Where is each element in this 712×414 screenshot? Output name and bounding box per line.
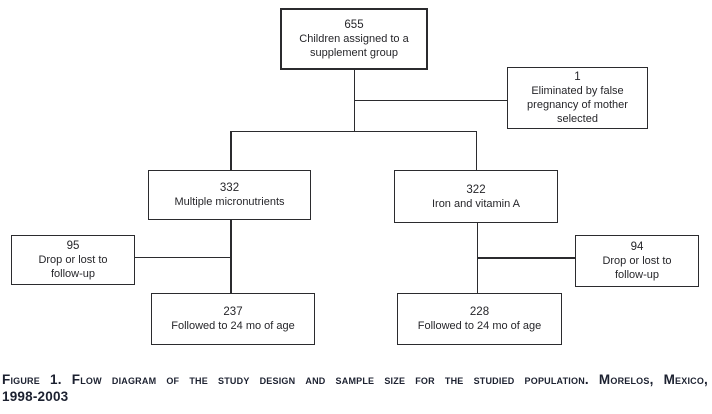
node-label: Followed to 24 mo of age xyxy=(417,320,542,332)
connector-line xyxy=(230,131,232,170)
connector-line xyxy=(476,223,478,293)
node-count: 94 xyxy=(630,241,644,253)
node-eliminated-false-pregnancy: 1 Eliminated by false pregnancy of mothe… xyxy=(507,67,648,129)
node-count: 95 xyxy=(66,240,80,252)
node-dropout-right: 94 Drop or lost to follow-up xyxy=(575,235,699,287)
node-iron-vitamin-a: 322 Iron and vitamin A xyxy=(394,170,558,223)
connector-line xyxy=(354,99,508,101)
connector-line xyxy=(230,130,477,132)
figure-caption-line1: Figure 1. Flow diagram of the study desi… xyxy=(2,372,708,387)
node-followed-right: 228 Followed to 24 mo of age xyxy=(397,293,562,345)
node-count: 322 xyxy=(466,183,486,196)
connector-line xyxy=(478,257,576,259)
node-label: Eliminated by false pregnancy of mother … xyxy=(527,85,628,125)
node-label: Followed to 24 mo of age xyxy=(171,320,295,332)
figure-caption-line2: 1998-2003 xyxy=(2,388,69,404)
figure-caption: Figure 1. Flow diagram of the study desi… xyxy=(2,372,708,405)
node-count: 655 xyxy=(344,19,364,31)
connector-line xyxy=(135,256,231,258)
node-followed-left: 237 Followed to 24 mo of age xyxy=(151,293,315,345)
node-label: Drop or lost to follow-up xyxy=(38,254,108,280)
node-count: 1 xyxy=(574,71,581,83)
node-dropout-left: 95 Drop or lost to follow-up xyxy=(11,235,135,285)
node-count: 228 xyxy=(469,306,490,318)
node-count: 332 xyxy=(219,182,240,194)
node-multiple-micronutrients: 332 Multiple micronutrients xyxy=(148,170,311,220)
node-label: Children assigned to a supplement group xyxy=(299,33,409,59)
node-count: 237 xyxy=(223,306,243,318)
node-children-assigned: 655 Children assigned to a supplement gr… xyxy=(280,8,428,70)
connector-line xyxy=(475,131,477,170)
node-label: Multiple micronutrients xyxy=(174,196,285,208)
node-label: Drop or lost to follow-up xyxy=(602,255,672,281)
node-label: Iron and vitamin A xyxy=(431,197,521,210)
